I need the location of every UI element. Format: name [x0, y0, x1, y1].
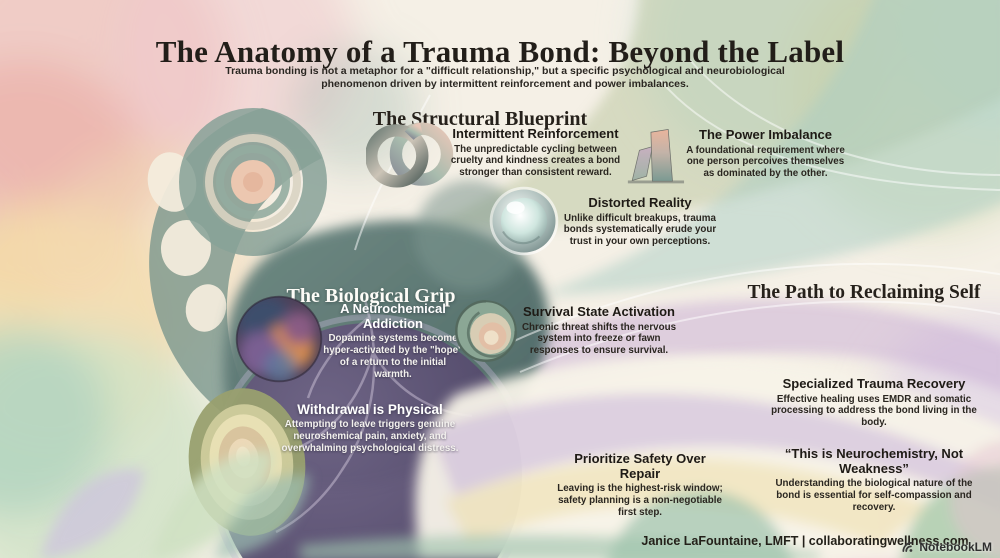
watermark-label: NotebookLM — [919, 540, 992, 554]
card-specialized-recovery: Specialized Trauma Recovery Effective he… — [768, 376, 980, 429]
section-heading-biological: The Biological Grip — [286, 284, 456, 307]
card-title: Distorted Reality — [588, 195, 692, 210]
glass-sphere-icon — [489, 186, 559, 261]
notebooklm-watermark: NotebookLM — [901, 540, 992, 554]
card-body: A foundational requirement where one per… — [686, 144, 845, 180]
card-body: Leaving is the highest-risk window; safe… — [557, 483, 723, 518]
card-body: Dopamine systems become hyper-activated … — [323, 333, 463, 380]
interlocking-rings-icon — [365, 118, 454, 197]
card-prioritize-safety: Prioritize Safety Over Repair Leaving is… — [552, 451, 728, 519]
spiral-shell-icon — [453, 297, 519, 370]
card-body: Unlike difficult breakups, trauma bonds … — [563, 212, 717, 248]
footer-credit: Janice LaFountaine, LMFT | collaborating… — [641, 534, 969, 548]
card-power-imbalance: The Power Imbalance A foundational requi… — [683, 127, 848, 180]
section-heading-path: The Path to Reclaiming Self — [747, 282, 981, 304]
card-body: Chronic threat shifts the nervous system… — [521, 321, 677, 357]
page-title: The Anatomy of a Trauma Bond: Beyond the… — [155, 33, 845, 69]
page-subtitle: Trauma bonding is not a metaphor for a "… — [225, 64, 785, 91]
notebooklm-logo-icon — [901, 540, 915, 554]
card-title: A Neurochemical Addiction — [340, 301, 446, 331]
card-survival-state: Survival State Activation Chronic threat… — [513, 304, 685, 357]
card-withdrawal-physical: Withdrawal is Physical Attempting to lea… — [280, 402, 460, 455]
card-title: Prioritize Safety Over Repair — [574, 451, 706, 481]
card-neurochemical-addiction: A Neurochemical Addiction Dopamine syste… — [322, 301, 464, 381]
card-title: Survival State Activation — [523, 304, 675, 319]
card-title: The Power Imbalance — [699, 127, 832, 142]
card-title: “This is Neurochemistry, Not Weakness” — [784, 446, 964, 476]
card-distorted-reality: Distorted Reality Unlike difficult break… — [557, 195, 723, 248]
card-title: Intermittent Reinforcement — [452, 126, 619, 141]
card-intermittent-reinforcement: Intermittent Reinforcement The unpredict… — [448, 126, 623, 179]
dopamine-sphere-icon — [233, 292, 325, 391]
card-title: Withdrawal is Physical — [297, 402, 443, 417]
card-body: Understanding the biological nature of t… — [775, 478, 973, 513]
card-body: Effective healing uses EMDR and somatic … — [771, 393, 977, 429]
card-body: The unpredictable cycling between cruelt… — [450, 143, 621, 179]
leaning-slabs-icon — [625, 125, 697, 192]
card-title: Specialized Trauma Recovery — [782, 376, 966, 391]
card-body: Attempting to leave triggers genuine neu… — [281, 419, 459, 454]
card-neurochemistry-quote: “This is Neurochemistry, Not Weakness” U… — [765, 446, 983, 514]
